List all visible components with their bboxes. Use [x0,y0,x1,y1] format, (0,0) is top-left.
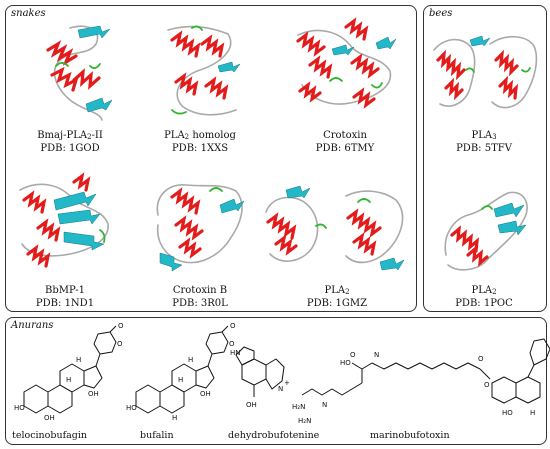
protein-name-1nd1: BbMP-1 [45,285,85,296]
caption-5tfv: PLA3 PDB: 5TFV [424,130,544,155]
svg-text:OH: OH [88,390,99,398]
svg-text:H: H [178,376,183,384]
protein-structure-1gmz [265,185,405,271]
svg-text:HO: HO [340,359,351,367]
svg-text:N: N [374,351,379,359]
protein-name-1xxs: PLA2 homolog [164,130,236,141]
snakes-panel-title: snakes [11,8,46,19]
caption-1poc: PLA2 PDB: 1POC [424,285,544,310]
caption-1nd1: BbMP-1 PDB: 1ND1 [5,285,125,310]
molecule-structure-telocinobufagin: HO OH OH O O H H [14,322,124,422]
svg-text:H₂N: H₂N [298,417,311,425]
svg-text:HO: HO [126,404,137,412]
molecule-structure-bufalin: HO H OH O O H H [126,322,236,422]
protein-structure-3r0l [156,184,245,272]
protein-name-1poc: PLA2 [471,285,497,296]
svg-text:O: O [229,340,235,348]
bees-panel-title: bees [429,8,453,19]
svg-text:HO: HO [14,404,25,412]
svg-text:H: H [172,414,177,422]
protein-name-6tmy: Crotoxin [323,130,367,141]
protein-structure-1xxs [167,25,241,116]
svg-text:O: O [484,381,490,389]
protein-name-3r0l: Crotoxin B [172,285,228,296]
protein-name-1god: Bmaj-PLA2-II [37,130,103,141]
anurans-panel-title: Anurans [11,320,54,331]
svg-text:HN: HN [230,349,241,357]
caption-1god: Bmaj-PLA2-II PDB: 1GOD [10,130,130,155]
protein-structure-6tmy [296,17,397,109]
protein-name-5tfv: PLA3 [471,130,497,141]
svg-text:H: H [66,376,71,384]
anurans-panel: Anurans [5,317,547,445]
svg-text:OH: OH [200,390,211,398]
svg-text:O: O [350,351,356,359]
svg-text:OH: OH [44,414,55,422]
pdb-code-1gmz: PDB: 1GMZ [306,298,368,309]
svg-text:N: N [278,385,283,393]
protein-structure-1god [46,25,113,121]
svg-text:H: H [188,356,193,364]
svg-text:N: N [322,401,327,409]
molecule-structure-dehydrobufotenine: HN N + OH [230,346,290,409]
svg-text:+: + [284,379,290,387]
svg-text:O: O [118,322,124,330]
caption-3r0l: Crotoxin B PDB: 3R0L [140,285,260,310]
svg-text:H: H [530,409,535,417]
svg-text:HO: HO [502,409,513,417]
molecule-structure-marinobufotoxin: H₂N H₂N N HO O N O O HO H [292,338,550,425]
svg-text:H₂N: H₂N [292,403,305,411]
protein-structure-1poc [444,191,528,271]
pdb-code-1poc: PDB: 1POC [455,298,513,309]
svg-text:O: O [230,322,236,330]
protein-structure-1nd1 [19,172,109,268]
caption-1gmz: PLA2 PDB: 1GMZ [277,285,397,310]
molecule-name-bufalin: bufalin [140,430,174,441]
svg-text:O: O [478,355,484,363]
molecule-name-telocinobufagin: telocinobufagin [12,430,88,441]
caption-6tmy: Crotoxin PDB: 6TMY [285,130,405,155]
pdb-code-1god: PDB: 1GOD [40,143,100,154]
svg-text:H: H [76,356,81,364]
pdb-code-5tfv: PDB: 5TFV [456,143,512,154]
svg-text:OH: OH [246,401,257,409]
pdb-code-1xxs: PDB: 1XXS [171,143,229,154]
pdb-code-3r0l: PDB: 3R0L [172,298,228,309]
protein-structure-5tfv [433,35,538,109]
pdb-code-6tmy: PDB: 6TMY [315,143,375,154]
molecule-name-dehydrobufotenine: dehydrobufotenine [228,430,320,441]
caption-1xxs: PLA2 homolog PDB: 1XXS [140,130,260,155]
pdb-code-1nd1: PDB: 1ND1 [35,298,95,309]
protein-name-1gmz: PLA2 [324,285,350,296]
svg-text:O: O [117,340,123,348]
molecule-name-marinobufotoxin: marinobufotoxin [370,430,450,441]
